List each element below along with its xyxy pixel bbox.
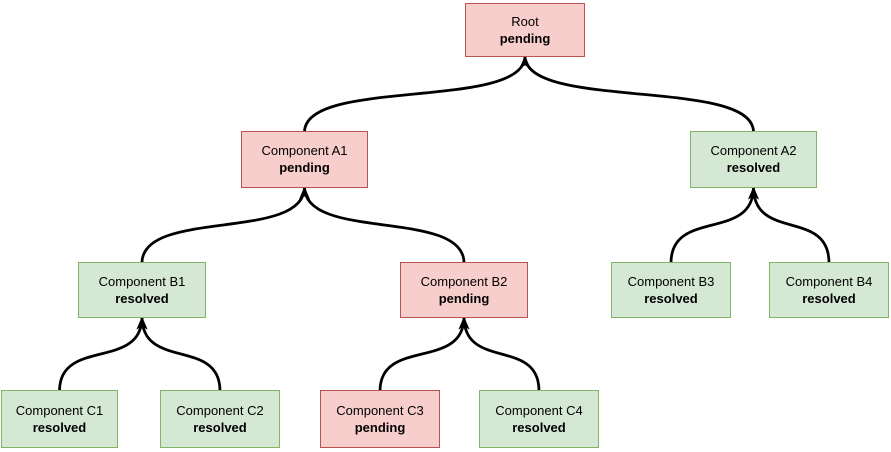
node-label: Component C3 — [336, 402, 424, 418]
node-status: resolved — [644, 290, 698, 306]
node-status: resolved — [726, 160, 781, 175]
edge-b4-to-a2 — [748, 186, 831, 264]
node-label: Component B3 — [627, 273, 715, 289]
edge-c1-to-b1 — [58, 316, 148, 392]
edge-a2-to-root — [519, 55, 755, 133]
node-status: pending — [438, 290, 490, 306]
edge-a1-to-root — [303, 55, 531, 133]
edge-b1-to-a1 — [140, 186, 310, 264]
node-label: Component C2 — [176, 402, 264, 418]
node-label: Component A2 — [710, 143, 797, 158]
node-a1[interactable]: Component A1 pending — [241, 131, 368, 188]
node-label: Component A1 — [261, 143, 348, 158]
node-status: resolved — [115, 290, 169, 306]
edge-c4-to-b2 — [458, 316, 541, 392]
node-label: Component B2 — [420, 273, 508, 289]
node-label: Root — [511, 13, 539, 29]
node-status: pending — [279, 160, 330, 175]
edge-c2-to-b1 — [136, 316, 222, 392]
node-status: resolved — [32, 419, 87, 435]
edge-b2-to-a1 — [299, 186, 466, 264]
node-a2[interactable]: Component A2 resolved — [690, 131, 817, 188]
edge-group — [58, 55, 831, 392]
node-status: pending — [354, 419, 406, 435]
node-status: pending — [499, 30, 551, 46]
node-status: resolved — [193, 419, 247, 435]
node-status: resolved — [512, 419, 566, 435]
node-status: resolved — [802, 290, 856, 306]
node-label: Component C1 — [15, 402, 104, 418]
node-label: Component B1 — [98, 273, 186, 289]
node-label: Component B4 — [785, 273, 873, 289]
edge-c3-to-b2 — [378, 316, 470, 392]
edge-b3-to-a2 — [669, 186, 759, 264]
node-label: Component C4 — [495, 402, 583, 418]
